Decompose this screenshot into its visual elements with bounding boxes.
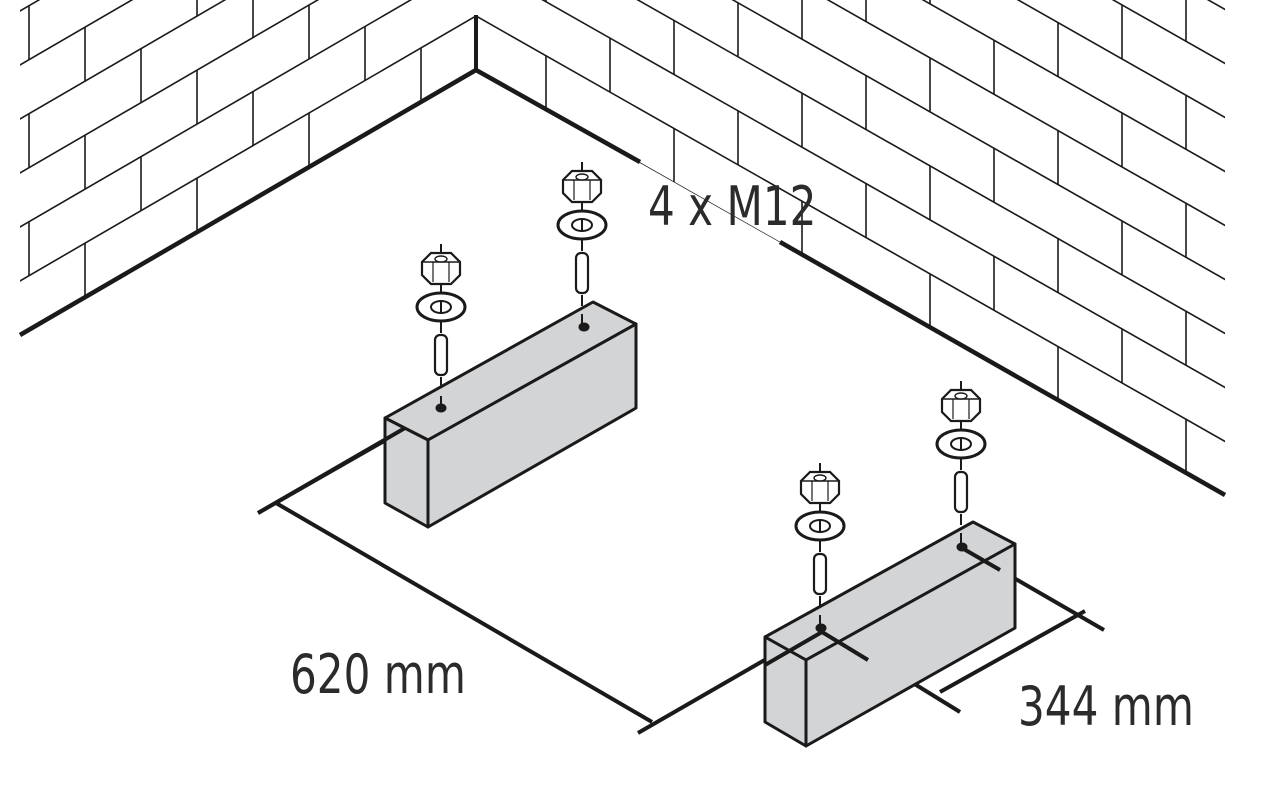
bolt-assembly-4 xyxy=(935,379,987,545)
bolt-assembly-2 xyxy=(556,160,608,326)
bolt-spec-label: 4 x M12 xyxy=(648,175,817,238)
dimension-label-long: 620 mm xyxy=(290,643,466,706)
right-wall xyxy=(474,0,1227,497)
right-mounting-block xyxy=(763,520,1017,748)
left-wall xyxy=(18,0,478,337)
dimension-label-short: 344 mm xyxy=(1018,675,1194,738)
left-mounting-block xyxy=(256,300,638,529)
